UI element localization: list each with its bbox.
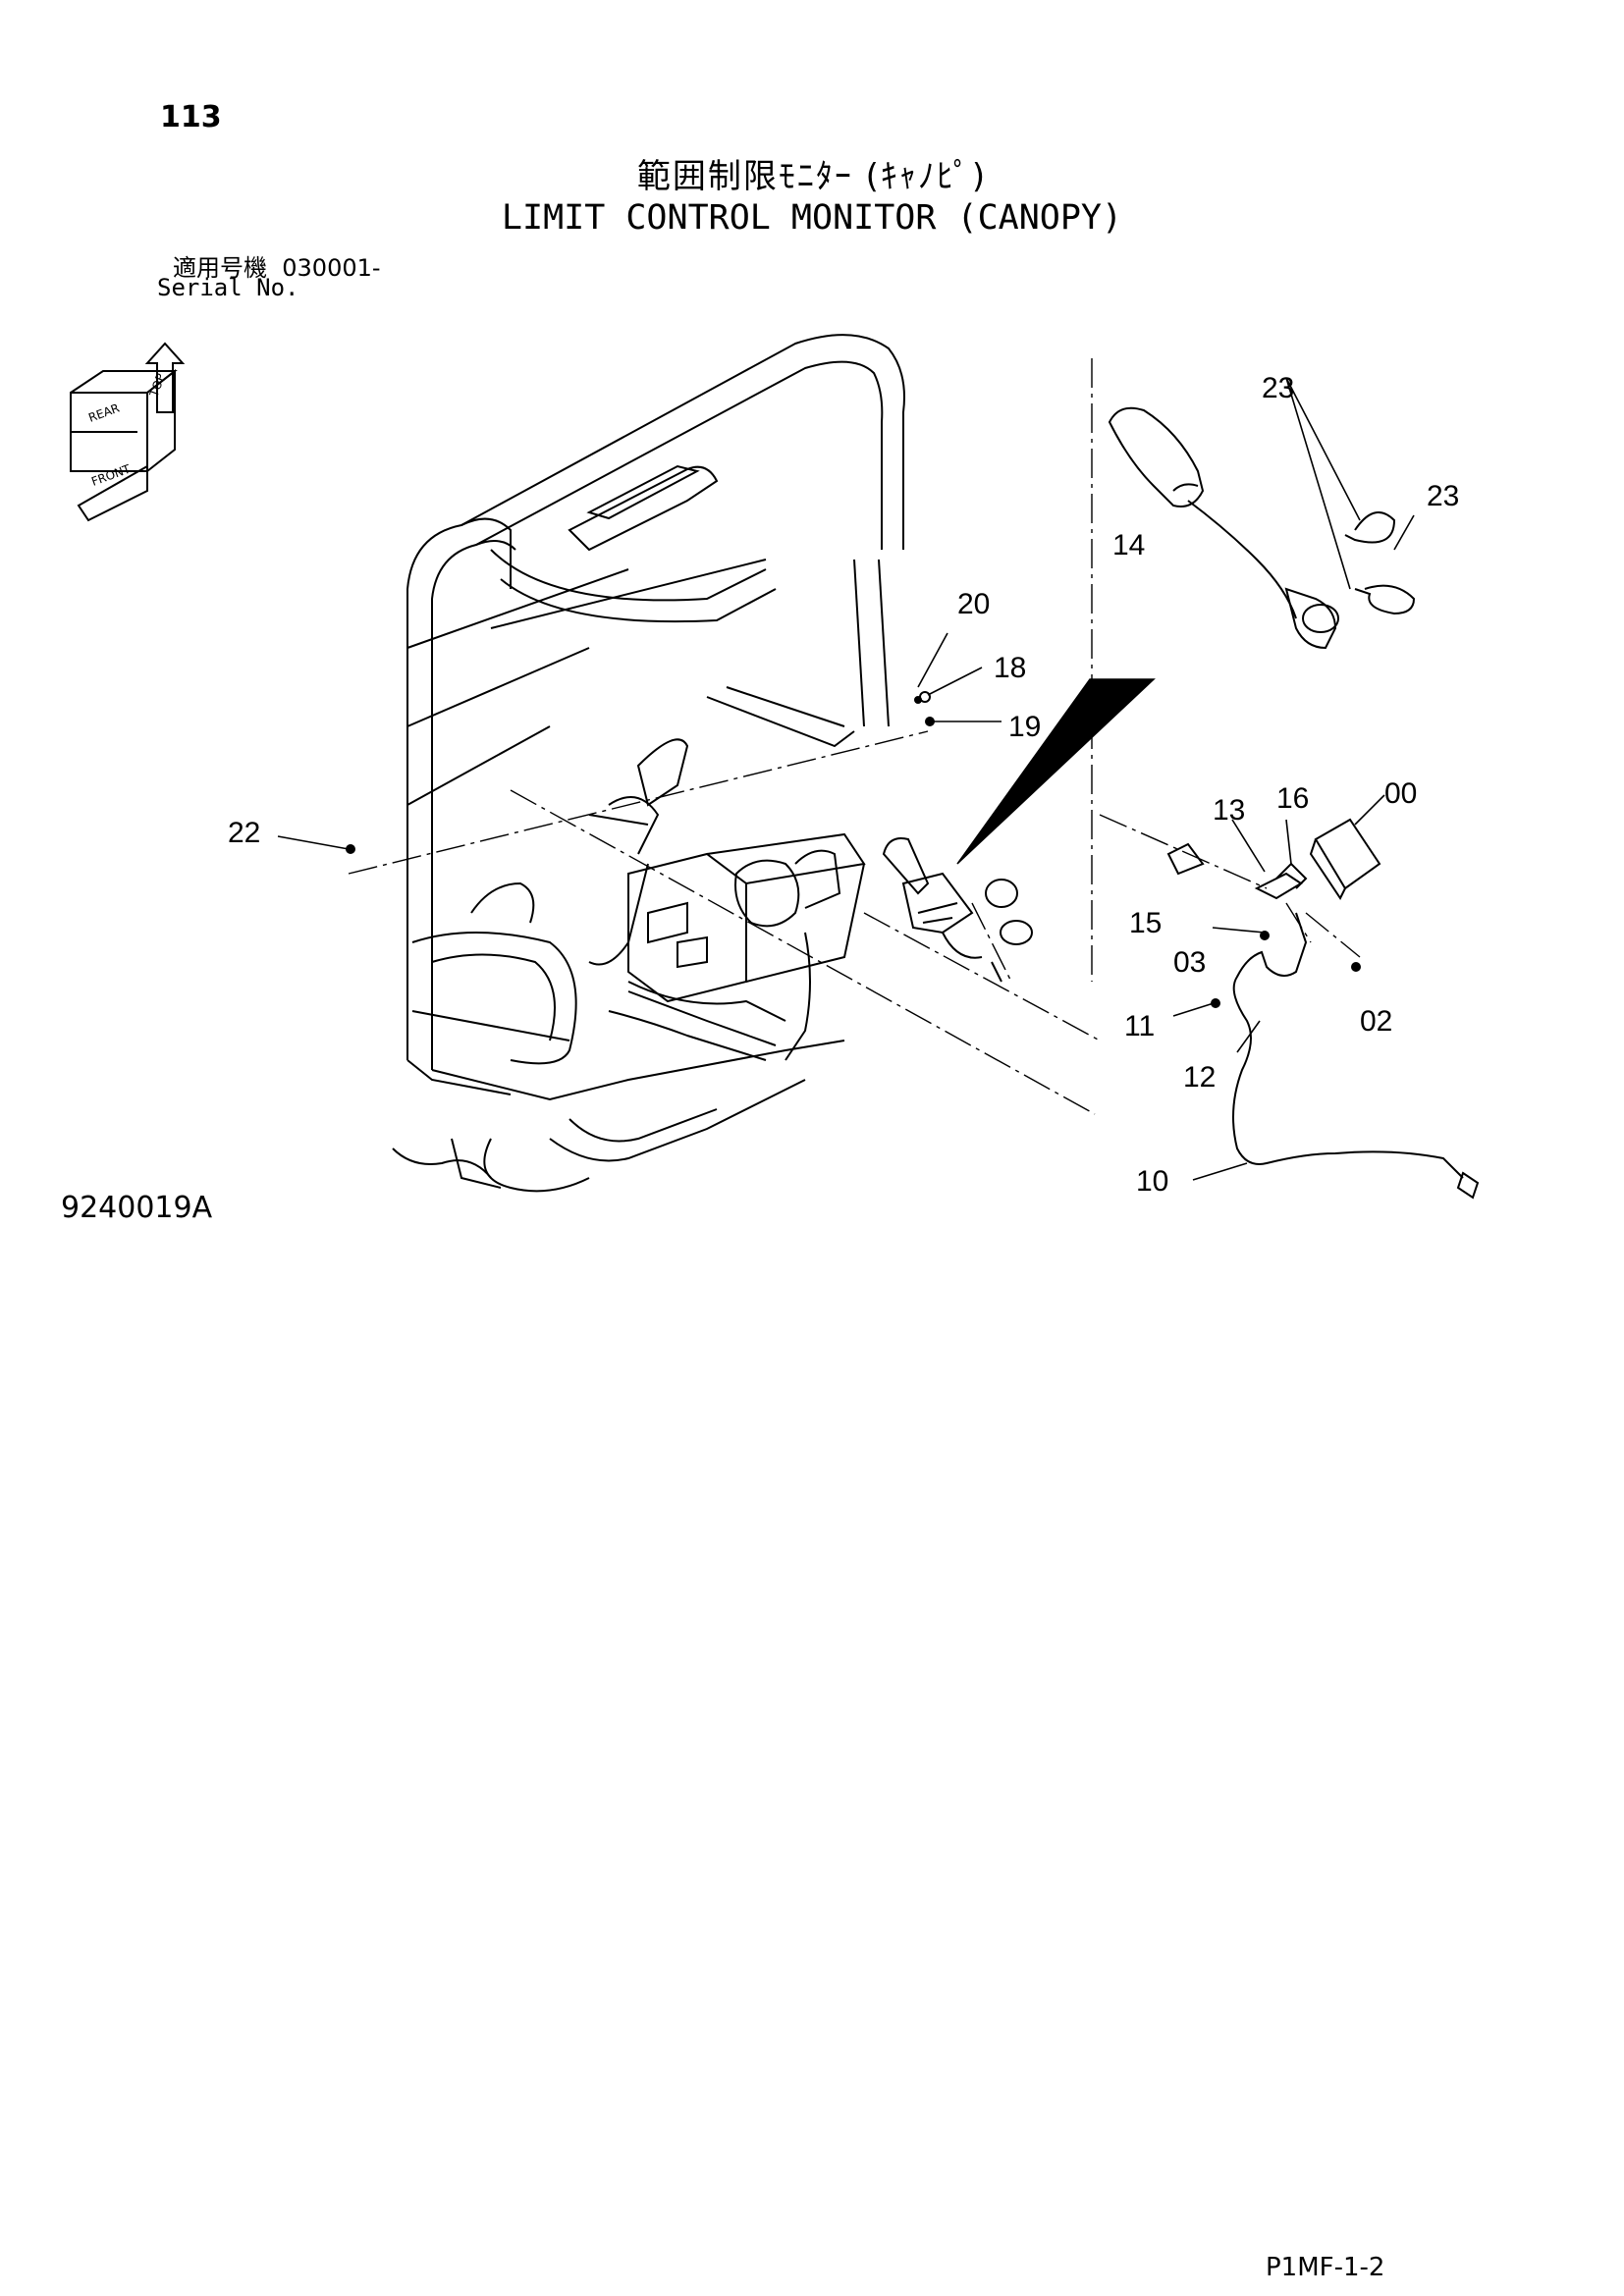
callout-18: 18 [994,652,1026,684]
page-code: P1MF-1-2 [1266,2253,1385,2282]
callout-14: 14 [1112,529,1145,561]
callout-13: 13 [1213,794,1245,827]
callout-22: 22 [228,817,260,849]
grip-part-14 [1108,406,1339,650]
title-japanese: 範囲制限ﾓﾆﾀｰ (ｷｬﾉﾋﾟ) [636,157,988,196]
orientation-label-front: FRONT [89,461,133,488]
serial-line-jp: 適用号機 030001- [173,248,381,283]
figure-code: 9240019A [61,1191,213,1225]
bracket-part-13-16 [1254,862,1308,900]
orientation-icon: REAR TOP FRONT [70,342,186,522]
callout-03: 03 [1173,946,1206,979]
phantom-lines [348,358,1361,1115]
title-english: LIMIT CONTROL MONITOR (CANOPY) [501,198,1123,238]
callout-23-right: 23 [1427,480,1459,512]
serial-value: 030001- [282,254,381,282]
parts-diagram: REAR TOP FRONT [70,334,1480,1200]
canopy-frame [406,334,905,1162]
orientation-label-top: TOP [146,372,168,400]
callout-20: 20 [957,588,990,620]
fasteners [346,691,1361,1008]
control-box-assembly [392,738,866,1193]
cable-ties-part-23 [1344,511,1416,615]
callout-19: 19 [1008,711,1041,743]
detail-pointer [956,678,1156,865]
callout-12: 12 [1183,1061,1216,1094]
joystick-assembly [882,837,1033,983]
orientation-label-rear: REAR [86,401,121,425]
page-number: 113 [160,100,222,134]
callout-16: 16 [1276,782,1309,815]
callout-10: 10 [1136,1165,1168,1198]
callout-11: 11 [1124,1010,1155,1042]
harness-part-10 [1232,912,1480,1200]
callout-02: 02 [1360,1005,1392,1038]
bracket-part-15 [1166,842,1205,876]
callout-23-left: 23 [1262,372,1294,404]
monitor-part-00 [1309,818,1381,900]
serial-label-en: Serial No. [157,274,299,301]
callout-00: 00 [1384,777,1417,810]
serial-label-jp: 適用号機 [173,254,267,282]
callout-labels: 23 23 14 20 18 19 22 13 16 00 15 03 02 1… [228,372,1459,1198]
callout-15: 15 [1129,907,1162,939]
leader-lines [277,377,1415,1181]
